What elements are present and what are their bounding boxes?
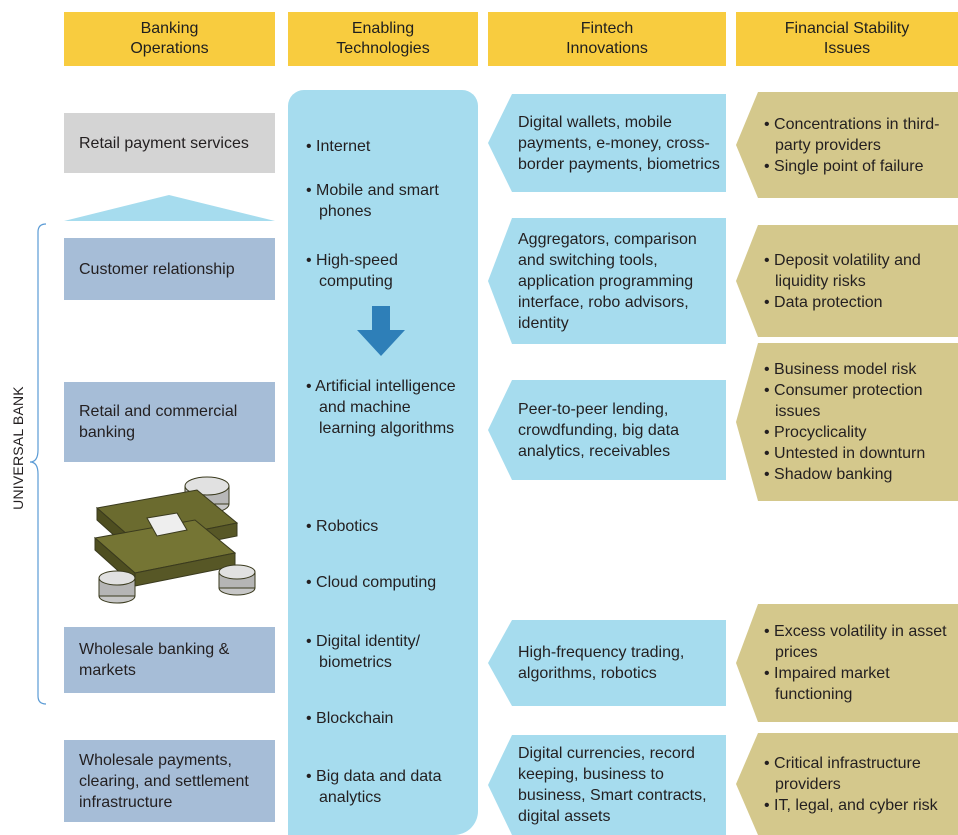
issue-text: Impaired market functioning: [774, 665, 890, 703]
up-triangle-arrow: [64, 195, 275, 221]
innovation-aggregators: Aggregators, comparison and switching to…: [488, 218, 726, 344]
tech-label: • Cloud computing: [306, 574, 437, 591]
header-label: Fintech Innovations: [566, 20, 648, 57]
tech-item-blockchain: • Blockchain: [306, 708, 466, 729]
issue-group-customer: • Deposit volatility and liquidity risks…: [736, 225, 958, 337]
issue-text: Procyclicality: [774, 424, 867, 441]
tech-text: Cloud computing: [316, 574, 437, 591]
tech-text: Mobile and smart phones: [316, 182, 439, 220]
issue-item: • Concentrations in third-party provider…: [764, 115, 940, 154]
tech-label: • Internet: [306, 138, 371, 155]
issue-list: • Concentrations in third-party provider…: [764, 114, 958, 177]
innovation-text: Digital wallets, mobile payments, e-mone…: [518, 113, 720, 173]
tech-item-digital-identity: • Digital identity/ biometrics: [306, 631, 466, 673]
innovation-digital-currencies: Digital currencies, record keeping, busi…: [488, 735, 726, 835]
issue-item: • Data protection: [764, 293, 883, 311]
issue-text: Business model risk: [774, 361, 917, 378]
header-enabling-technologies: Enabling Technologies: [288, 12, 478, 66]
money-stack-image: [87, 468, 263, 613]
header-fintech-innovations: Fintech Innovations: [488, 12, 726, 66]
issue-text: Shadow banking: [774, 466, 893, 483]
innovation-hft: High-frequency trading, algorithms, robo…: [488, 620, 726, 706]
tech-item-high-speed: • High-speed computing: [306, 250, 466, 292]
tech-label: • Big data and data analytics: [306, 768, 442, 806]
issue-item: • IT, legal, and cyber risk: [764, 796, 938, 814]
issue-item: • Shadow banking: [764, 466, 893, 483]
op-label: Wholesale payments, clearing, and settle…: [79, 751, 249, 811]
op-wholesale-banking-markets: Wholesale banking & markets: [64, 627, 275, 693]
issue-group-markets: • Excess volatility in asset prices • Im…: [736, 604, 958, 722]
tech-label: • Artificial intelligence and machine le…: [306, 378, 456, 437]
tech-item-mobile: • Mobile and smart phones: [306, 180, 466, 222]
issue-text: Excess volatility in asset prices: [774, 623, 947, 661]
tech-label: • Robotics: [306, 518, 379, 535]
issue-item: • Excess volatility in asset prices: [764, 623, 947, 661]
header-financial-stability-issues: Financial Stability Issues: [736, 12, 958, 66]
header-label: Banking Operations: [130, 20, 209, 57]
innovation-text: Peer-to-peer lending, crowdfunding, big …: [518, 400, 679, 460]
op-wholesale-payments-infrastructure: Wholesale payments, clearing, and settle…: [64, 740, 275, 822]
innovation-text: High-frequency trading, algorithms, robo…: [518, 644, 685, 682]
issue-group-payments: • Concentrations in third-party provider…: [736, 92, 958, 198]
issue-text: Concentrations in third-party providers: [774, 115, 940, 154]
issue-text: Critical infrastructure providers: [774, 754, 921, 793]
tech-item-cloud: • Cloud computing: [306, 572, 466, 593]
issue-text: Data protection: [774, 293, 883, 311]
issue-item: • Procyclicality: [764, 424, 867, 441]
tech-label: • Blockchain: [306, 710, 394, 727]
tech-item-internet: • Internet: [306, 136, 466, 157]
tech-label: • Mobile and smart phones: [306, 182, 439, 220]
issue-list: • Excess volatility in asset prices • Im…: [764, 621, 958, 705]
issue-text: IT, legal, and cyber risk: [774, 796, 938, 814]
issue-list: • Business model risk • Consumer protect…: [764, 359, 958, 485]
op-label: Wholesale banking & markets: [79, 641, 230, 679]
innovation-payments: Digital wallets, mobile payments, e-mone…: [488, 94, 726, 192]
issue-list: • Critical infrastructure providers • IT…: [764, 753, 958, 816]
header-banking-operations: Banking Operations: [64, 12, 275, 66]
tech-text: Artificial intelligence and machine lear…: [315, 378, 456, 437]
op-retail-payment-services: Retail payment services: [64, 113, 275, 173]
tech-text: High-speed computing: [316, 252, 398, 290]
issue-group-infrastructure: • Critical infrastructure providers • IT…: [736, 733, 958, 835]
issue-text: Deposit volatility and liquidity risks: [774, 251, 921, 290]
issue-item: • Business model risk: [764, 361, 917, 378]
tech-text: Blockchain: [316, 710, 394, 727]
header-label: Enabling Technologies: [336, 20, 430, 57]
issue-text: Consumer protection issues: [774, 382, 923, 420]
tech-text: Robotics: [316, 518, 379, 535]
universal-bank-label: UNIVERSAL BANK: [10, 386, 26, 510]
innovation-text: Digital currencies, record keeping, busi…: [518, 745, 707, 825]
tech-label: • High-speed computing: [306, 252, 398, 290]
innovation-p2p-lending: Peer-to-peer lending, crowdfunding, big …: [488, 380, 726, 480]
issue-item: • Consumer protection issues: [764, 382, 923, 420]
issue-list: • Deposit volatility and liquidity risks…: [764, 250, 958, 313]
tech-text: Internet: [316, 138, 371, 155]
issue-text: Single point of failure: [774, 157, 924, 175]
down-arrow-icon: [357, 306, 405, 356]
op-label: Customer relationship: [79, 260, 235, 278]
innovation-text: Aggregators, comparison and switching to…: [518, 230, 697, 332]
issue-item: • Critical infrastructure providers: [764, 754, 921, 793]
issue-item: • Single point of failure: [764, 157, 924, 175]
tech-text: Digital identity/ biometrics: [316, 633, 421, 671]
universal-bank-bracket: [29, 223, 47, 705]
issue-item: • Untested in downturn: [764, 445, 926, 462]
tech-item-big-data: • Big data and data analytics: [306, 766, 466, 808]
issue-item: • Deposit volatility and liquidity risks: [764, 251, 921, 290]
issue-text: Untested in downturn: [774, 445, 926, 462]
tech-item-robotics: • Robotics: [306, 516, 466, 537]
enabling-technologies-panel: [288, 90, 478, 835]
header-label: Financial Stability Issues: [784, 20, 910, 57]
tech-label: • Digital identity/ biometrics: [306, 633, 421, 671]
op-label: Retail and commercial banking: [79, 403, 238, 441]
tech-item-ai: • Artificial intelligence and machine le…: [306, 376, 471, 439]
op-label: Retail payment services: [79, 134, 249, 152]
tech-text: Big data and data analytics: [316, 768, 442, 806]
issue-item: • Impaired market functioning: [764, 665, 890, 703]
issue-group-lending: • Business model risk • Consumer protect…: [736, 343, 958, 501]
op-customer-relationship: Customer relationship: [64, 238, 275, 300]
op-retail-commercial-banking: Retail and commercial banking: [64, 382, 275, 462]
